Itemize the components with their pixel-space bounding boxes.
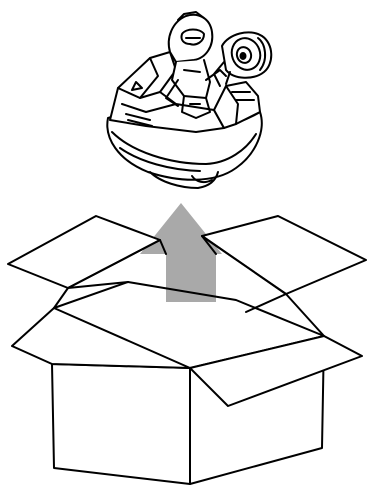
open-box-icon bbox=[7, 215, 367, 485]
up-arrow-icon bbox=[140, 203, 222, 302]
hovercraft-toy-icon bbox=[106, 11, 273, 189]
fan-icon bbox=[213, 31, 273, 87]
